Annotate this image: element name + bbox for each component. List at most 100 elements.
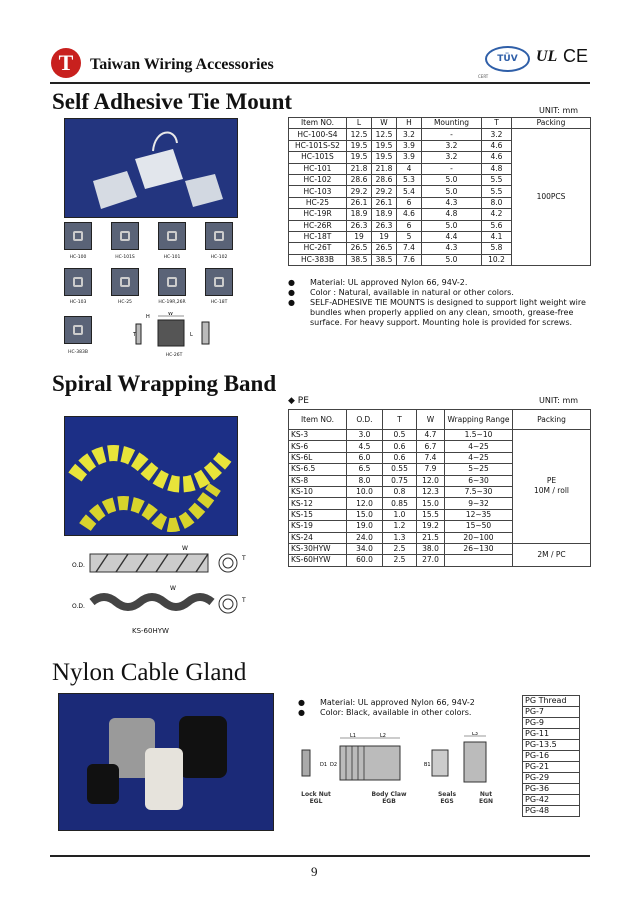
column-header: W <box>416 409 445 430</box>
table-cell: KS-15 <box>288 508 347 522</box>
thumb-label: HC-101S <box>115 255 135 260</box>
thumb-image <box>64 268 92 296</box>
table-cell: 38.0 <box>416 542 445 556</box>
table-cell: 5.0 <box>421 253 482 267</box>
table-cell: 4.5 <box>346 440 383 453</box>
table-cell: 20~100 <box>444 531 513 544</box>
table-cell: 4~25 <box>444 451 513 465</box>
part-code: EGL <box>309 798 323 805</box>
table-cell: 5.8 <box>481 242 512 255</box>
table-cell: 6.7 <box>416 440 445 453</box>
table-header-row: Item NO. O.D. T W Wrapping Range Packing <box>288 409 591 430</box>
svg-text:L2: L2 <box>380 733 386 739</box>
table-cell: 1.2 <box>382 520 417 533</box>
table-cell: 26.1 <box>371 196 397 210</box>
tie-mount-photo <box>64 118 238 218</box>
table-cell: 12.5 <box>371 128 397 141</box>
table-cell: 19 <box>346 230 372 244</box>
spiral-diagram-caption: KS-60HYW <box>132 627 169 635</box>
table-cell: 6~30 <box>444 474 513 487</box>
table-cell: HC-25 <box>288 196 347 210</box>
table-cell: 26~130 <box>444 542 513 556</box>
table-cell: 9~32 <box>444 497 513 510</box>
table-cell: 21.5 <box>416 531 445 544</box>
table-cell: 0.85 <box>382 497 417 510</box>
table-cell: 5.5 <box>481 185 512 198</box>
table-cell: 7.4 <box>396 242 422 255</box>
table-cell: KS-6.5 <box>288 463 347 476</box>
table-cell: 34.0 <box>346 542 383 556</box>
table-cell: KS-60HYW <box>288 554 347 567</box>
table-cell: PG-13.5 <box>522 739 580 751</box>
column-header: T <box>481 116 512 130</box>
table-cell: HC-101 <box>288 162 347 175</box>
svg-text:W: W <box>170 585 176 592</box>
table-row: PG-29 <box>522 772 580 784</box>
table-cell: HC-101S-S2 <box>288 139 347 153</box>
table-cell: 0.6 <box>382 440 417 453</box>
table-cell: 5.4 <box>396 185 422 198</box>
table-cell: 60.0 <box>346 554 383 567</box>
svg-text:W: W <box>168 312 173 317</box>
table-cell: 1.5~10 <box>444 428 513 442</box>
table-cell: 5.5 <box>481 173 512 187</box>
thumb-label: HC-25 <box>118 300 132 305</box>
note-item: Material: UL approved Nylon 66, 94V-2. <box>288 278 588 288</box>
column-header: PG Thread <box>522 695 580 707</box>
table-cell: 4.7 <box>416 428 445 442</box>
table-cell: 15~50 <box>444 520 513 533</box>
table-cell: 19.5 <box>346 139 372 153</box>
table-cell: HC-383B <box>288 253 347 267</box>
table-cell: HC-18T <box>288 230 347 244</box>
table-cell: 5 <box>396 230 422 244</box>
table-cell: KS-24 <box>288 531 347 544</box>
table-cell: 19.5 <box>371 139 397 153</box>
table-cell: PG-7 <box>522 706 580 718</box>
table-cell: 0.55 <box>382 463 417 476</box>
column-header: Mounting <box>421 116 482 130</box>
column-header: Wrapping Range <box>444 409 513 430</box>
packing-cell: 100PCS <box>511 128 591 267</box>
table-cell: - <box>421 128 482 141</box>
table-cell: 38.5 <box>346 253 372 267</box>
svg-text:T: T <box>241 555 246 562</box>
table-cell: HC-26R <box>288 219 347 232</box>
table-cell: 4.8 <box>421 208 482 221</box>
table-cell: 4 <box>396 162 422 175</box>
table-cell: HC-26T <box>288 242 347 255</box>
svg-text:T: T <box>241 597 246 604</box>
table-cell: 7.9 <box>416 463 445 476</box>
cable-gland-photo-art <box>59 694 273 830</box>
table-cell: 3.0 <box>346 428 383 442</box>
table-row: PG-16 <box>522 750 580 762</box>
table-cell: KS-10 <box>288 485 347 499</box>
table-cell: 3.9 <box>396 151 422 164</box>
note-item: SELF-ADHESIVE TIE MOUNTS is designed to … <box>288 298 588 328</box>
table-cell: 26.5 <box>346 242 372 255</box>
table-cell: PG-9 <box>522 717 580 729</box>
table-cell: 26.1 <box>346 196 372 210</box>
thumb-image <box>111 268 139 296</box>
table-cell: 24.0 <box>346 531 383 544</box>
table-cell: 15.0 <box>346 508 383 522</box>
table-cell: 3.2 <box>481 128 512 141</box>
table-cell: 26.3 <box>346 219 372 232</box>
tie-mount-photo-art <box>65 119 237 217</box>
table-cell: 4.3 <box>421 242 482 255</box>
svg-text:O.D.: O.D. <box>72 603 85 610</box>
svg-text:B1: B1 <box>424 762 431 768</box>
table-cell: 15.5 <box>416 508 445 522</box>
column-header: L <box>346 116 372 130</box>
table-cell: KS-6 <box>288 440 347 453</box>
thumb-image <box>64 222 92 250</box>
